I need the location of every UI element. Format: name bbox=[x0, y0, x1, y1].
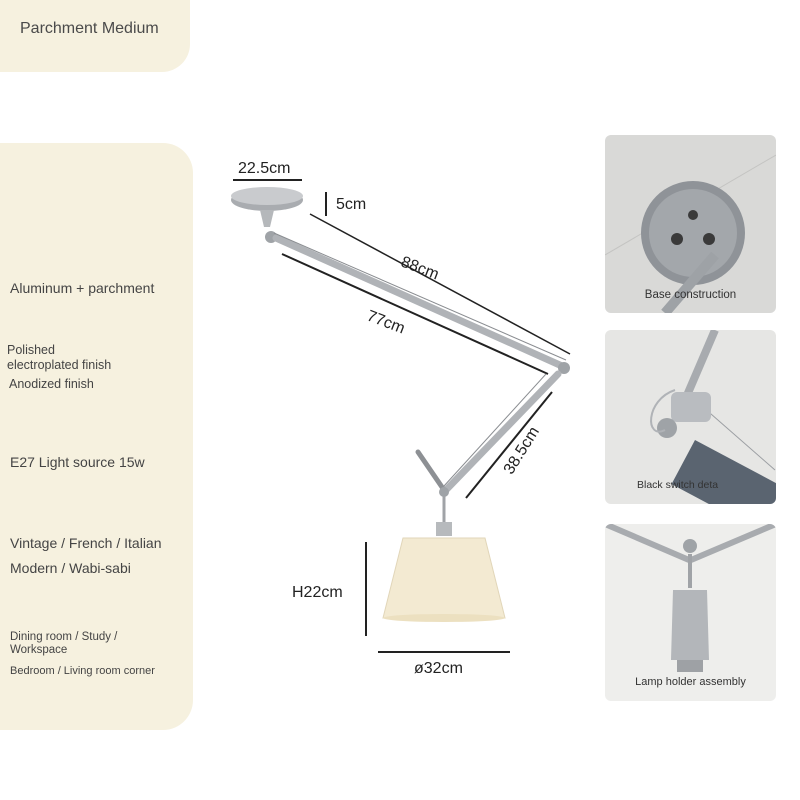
dim-88-line bbox=[309, 213, 571, 355]
socket bbox=[436, 522, 452, 536]
shade-height-label: H22cm bbox=[292, 584, 343, 601]
product-title: Parchment Medium bbox=[20, 20, 159, 37]
spec-finish-line2: electroplated finish bbox=[7, 358, 112, 372]
spec-style-line2: Modern / Wabi-sabi bbox=[10, 560, 131, 576]
handle bbox=[415, 449, 447, 493]
thumbnail-holder[interactable]: Lamp holder assembly bbox=[605, 524, 776, 701]
spec-finish-line3: Anodized finish bbox=[9, 377, 94, 391]
spec-finish: Polished electroplated finish Anodized f… bbox=[7, 343, 111, 392]
lamp-diagram: 22.5cm 5cm 88cm 77cm 38.5cm H22cm ø32cm bbox=[200, 130, 600, 690]
lower-arm bbox=[442, 370, 562, 494]
holder-photo bbox=[605, 524, 776, 672]
ceiling-base-top bbox=[231, 187, 303, 205]
thumbnail-holder-caption: Lamp holder assembly bbox=[635, 676, 746, 688]
thumbnail-base-caption: Base construction bbox=[644, 289, 737, 301]
spec-style: Vintage / French / Italian Modern / Wabi… bbox=[10, 531, 162, 581]
spec-use-line1: Dining room / Study / bbox=[10, 631, 118, 643]
spec-light-source: E27 Light source 15w bbox=[10, 454, 145, 470]
holder-joint bbox=[683, 539, 697, 553]
thumbnail-switch-caption: Black switch deta bbox=[637, 479, 719, 491]
lamp-shade bbox=[382, 537, 506, 619]
base-height-label: 5cm bbox=[336, 196, 367, 213]
upper-arm-cable bbox=[273, 232, 567, 361]
lower-joint bbox=[439, 487, 449, 497]
spec-use-line3: Bedroom / Living room corner bbox=[10, 665, 155, 677]
spec-material: Aluminum + parchment bbox=[10, 280, 155, 296]
lower-arm-cable bbox=[443, 373, 547, 487]
elbow-joint bbox=[558, 362, 570, 374]
title-tab: Parchment Medium bbox=[0, 0, 190, 72]
dim-38-line bbox=[465, 391, 553, 499]
base-photo bbox=[605, 154, 776, 313]
thumbnail-switch[interactable]: Black switch deta bbox=[605, 330, 776, 504]
spec-panel: Aluminum + parchment Polished electropla… bbox=[0, 143, 193, 730]
lamp-holder bbox=[671, 590, 709, 660]
spec-finish-line1: Polished bbox=[7, 343, 55, 357]
shade-rim bbox=[383, 614, 505, 622]
spec-use-line2: Workspace bbox=[10, 644, 68, 656]
upper-arm bbox=[272, 234, 566, 370]
lamp-illustration bbox=[231, 179, 571, 653]
dim-77-line bbox=[281, 253, 549, 375]
spec-use: Dining room / Study / Workspace Bedroom … bbox=[10, 631, 155, 678]
switch-photo bbox=[650, 330, 776, 504]
shade-diameter-label: ø32cm bbox=[414, 660, 463, 677]
thumbnail-base[interactable]: Base construction bbox=[605, 135, 776, 313]
base-stem bbox=[260, 210, 274, 227]
spec-style-line1: Vintage / French / Italian bbox=[10, 535, 162, 551]
base-width-label: 22.5cm bbox=[238, 160, 291, 177]
joint-block bbox=[671, 392, 711, 422]
switch-body bbox=[671, 439, 776, 504]
